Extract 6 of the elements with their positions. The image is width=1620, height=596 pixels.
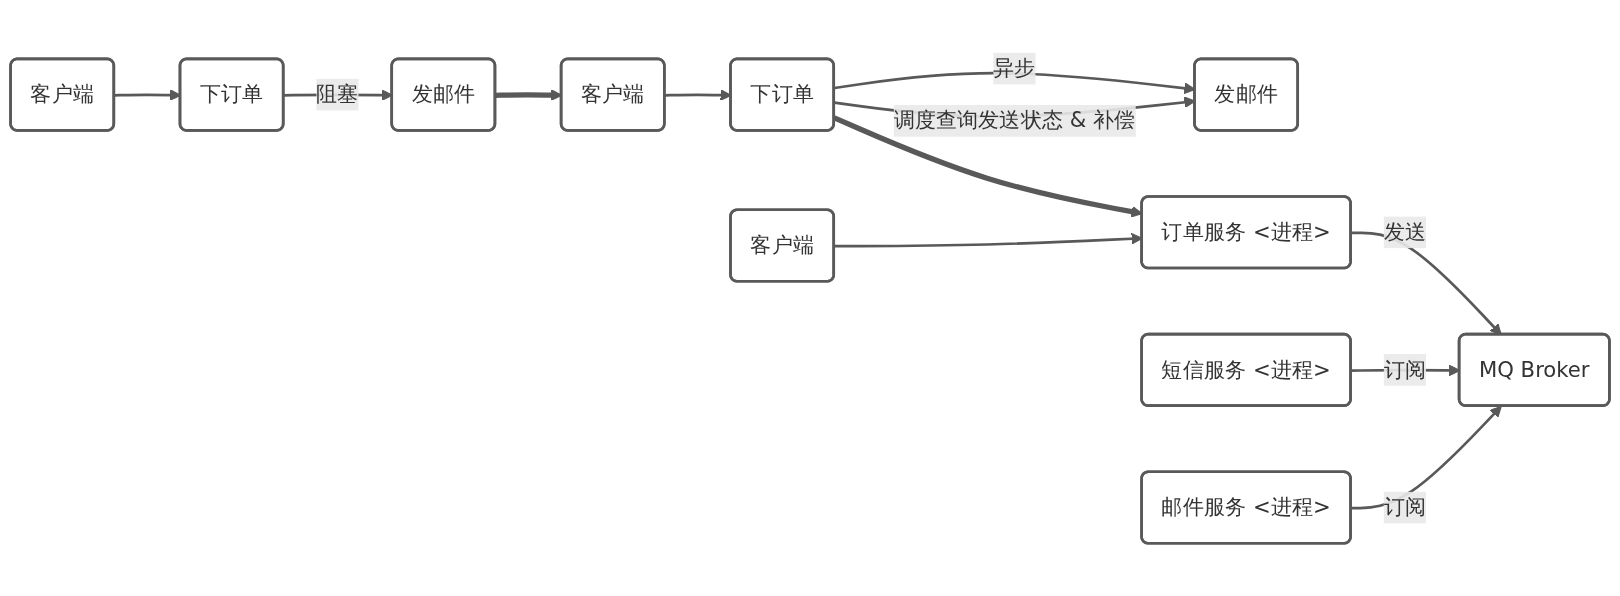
edge-label: 订阅 — [1383, 494, 1426, 520]
edge-label: 异步 — [993, 55, 1036, 81]
edge-label: 发送 — [1383, 219, 1426, 245]
edge-label: 订阅 — [1383, 356, 1426, 382]
edge-label: 调度查询发送状态 & 补偿 — [893, 107, 1136, 133]
edge-label: 阻塞 — [316, 81, 359, 107]
